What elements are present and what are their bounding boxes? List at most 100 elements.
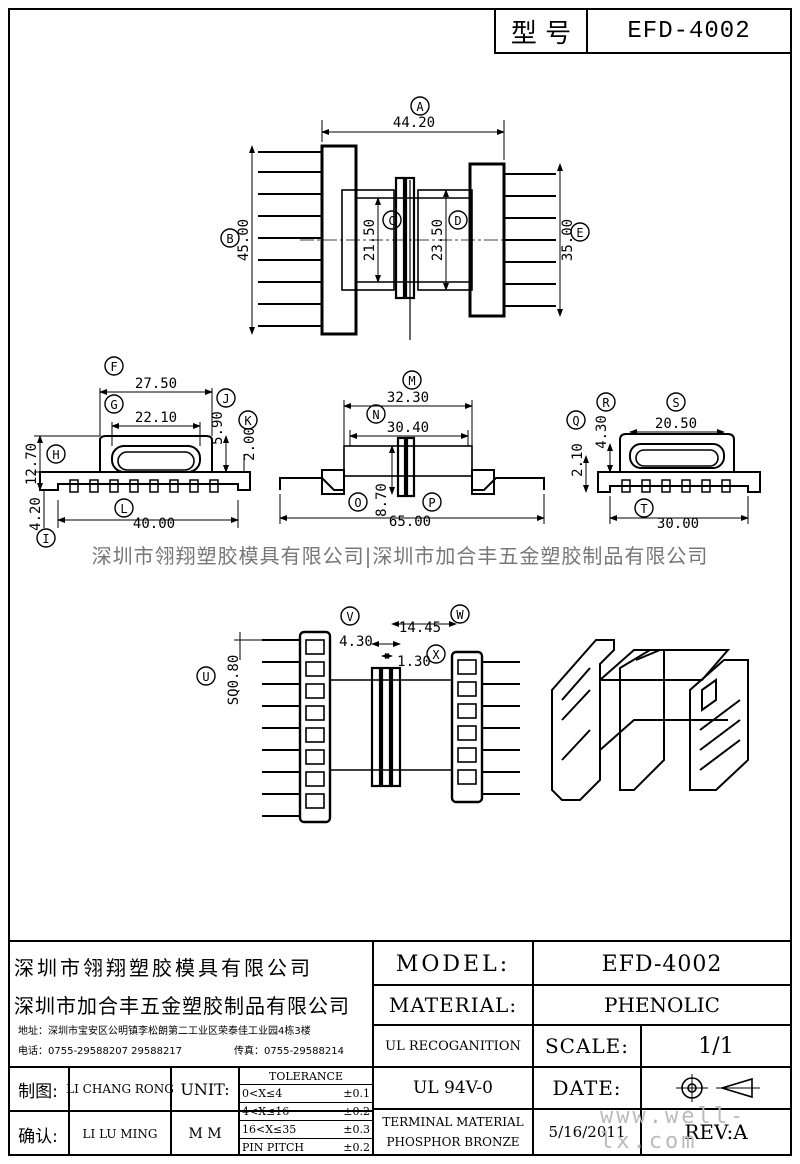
- svg-text:V: V: [346, 610, 353, 624]
- dim-U: SQ0.80: [226, 655, 242, 706]
- dim-N: 30.40: [387, 420, 429, 436]
- date-label: DATE:: [552, 1076, 622, 1100]
- svg-text:F: F: [110, 360, 117, 374]
- svg-text:H: H: [52, 448, 59, 462]
- bottom-view: [234, 621, 520, 824]
- dim-R: 4.30: [594, 415, 610, 449]
- material-label: MATERIAL:: [388, 993, 518, 1017]
- front-middle-view: [279, 400, 545, 524]
- dim-L: 40.00: [133, 516, 175, 532]
- dim-J: 5.90: [210, 411, 226, 445]
- drawn-label: 制图:: [18, 1081, 58, 1102]
- top-view: [249, 120, 563, 340]
- dim-O: 8.70: [374, 483, 390, 517]
- svg-text:G: G: [110, 398, 117, 412]
- tol-val-1: ±0.2: [343, 1105, 370, 1118]
- site-watermark: www.well-lx.com: [600, 1104, 747, 1154]
- tb-line-ul: [372, 1108, 532, 1110]
- dim-T: 30.00: [657, 516, 699, 532]
- tol-val-0: ±0.1: [343, 1087, 370, 1100]
- svg-text:W: W: [456, 608, 464, 622]
- tol-line-2: [238, 1120, 372, 1121]
- drawn-name: LI CHANG RONG: [66, 1082, 174, 1096]
- unit-value: M M: [188, 1126, 222, 1142]
- material-value: PHENOLIC: [604, 993, 720, 1017]
- dim-P: 65.00: [389, 514, 431, 530]
- model-label: MODEL:: [395, 951, 511, 977]
- svg-text:R: R: [602, 396, 610, 410]
- tol-range-3: PIN PITCH: [242, 1141, 304, 1154]
- tb-div-drawn: [68, 1066, 70, 1156]
- tb-line-left-mid: [8, 1110, 372, 1112]
- dim-W: 14.45: [399, 620, 441, 636]
- title-block: 深圳市翎翔塑胶模具有限公司 深圳市加合丰五金塑胶制品有限公司 地址：深圳市宝安区…: [8, 940, 792, 1156]
- model-value: EFD-4002: [601, 951, 723, 977]
- company-name-1: 深圳市翎翔塑胶模具有限公司: [14, 955, 313, 980]
- svg-text:T: T: [640, 502, 647, 516]
- dim-K: 2.00: [242, 427, 258, 461]
- tb-line-1: [372, 984, 790, 986]
- tol-line-0: [238, 1084, 372, 1085]
- tol-val-3: ±0.2: [343, 1141, 370, 1154]
- svg-text:X: X: [432, 648, 440, 662]
- front-left-view: [34, 388, 251, 528]
- svg-text:B: B: [226, 232, 233, 246]
- dim-Q: 2.10: [570, 443, 586, 477]
- check-name: LI LU MING: [82, 1127, 158, 1141]
- dim-F: 27.50: [135, 376, 177, 392]
- svg-text:E: E: [576, 226, 583, 240]
- dim-B: 45.00: [236, 219, 252, 261]
- dim-H: 12.70: [24, 443, 40, 485]
- tol-line-1: [238, 1102, 372, 1103]
- dim-C: 21.50: [362, 219, 378, 261]
- company-phone: 电话：0755-29588207 29588217: [18, 1045, 183, 1057]
- header-model-box: 型 号 EFD-4002: [494, 8, 792, 54]
- company-fax: 传真：0755-29588214: [234, 1045, 344, 1057]
- company-address: 地址：深圳市宝安区公明镇李松朗第二工业区荣泰佳工业园4栋3楼: [18, 1025, 311, 1037]
- projection-symbol-icon: [642, 1068, 790, 1108]
- dim-M: 32.30: [387, 390, 429, 406]
- tol-range-2: 16<X≤35: [242, 1123, 297, 1136]
- terminal-material-label: TERMINAL MATERIAL: [382, 1115, 524, 1129]
- svg-text:M: M: [408, 374, 415, 388]
- header-model-label: 型 号: [496, 10, 588, 52]
- dim-X: 1.30: [397, 654, 431, 670]
- dim-S: 20.50: [655, 416, 697, 432]
- isometric-view: [551, 639, 749, 801]
- company-name-2: 深圳市加合丰五金塑胶制品有限公司: [14, 993, 350, 1018]
- dim-E: 35.00: [560, 219, 576, 261]
- tb-divider-rev: [640, 1108, 642, 1156]
- svg-text:S: S: [672, 396, 679, 410]
- svg-text:P: P: [428, 496, 435, 510]
- dim-I: 4.20: [28, 497, 44, 531]
- tb-divider-right: [532, 942, 534, 1156]
- scale-value: 1/1: [698, 1033, 734, 1059]
- ul-value: UL 94V-0: [413, 1078, 493, 1098]
- svg-text:L: L: [120, 502, 127, 516]
- date-value: 5/16/2011: [548, 1123, 626, 1141]
- dim-G: 22.10: [135, 410, 177, 426]
- svg-text:J: J: [222, 392, 229, 406]
- tb-line-2: [372, 1024, 790, 1026]
- svg-text:A: A: [416, 100, 424, 114]
- svg-text:I: I: [42, 532, 49, 546]
- front-right-view: [583, 429, 761, 524]
- svg-text:C: C: [388, 214, 395, 228]
- technical-drawing: A 44.20 B 45.00 C 21.50 D 23.50 E 35.00 …: [24, 96, 761, 824]
- ul-label: UL RECOGANITION: [385, 1038, 521, 1054]
- svg-text:Q: Q: [572, 414, 579, 428]
- svg-text:U: U: [202, 670, 209, 684]
- tb-line-3: [8, 1066, 790, 1068]
- svg-text:D: D: [454, 214, 461, 228]
- dim-A: 44.20: [393, 115, 435, 131]
- scale-label: SCALE:: [544, 1034, 630, 1058]
- tol-range-0: 0<X≤4: [242, 1087, 283, 1100]
- unit-label: UNIT:: [180, 1079, 230, 1099]
- svg-text:N: N: [372, 408, 379, 422]
- dim-D: 23.50: [430, 219, 446, 261]
- dim-V: 4.30: [339, 634, 373, 650]
- tol-line-3: [238, 1138, 372, 1139]
- tb-div-tol: [238, 1066, 240, 1156]
- svg-text:K: K: [244, 414, 252, 428]
- rev-label: REV:A: [684, 1120, 748, 1144]
